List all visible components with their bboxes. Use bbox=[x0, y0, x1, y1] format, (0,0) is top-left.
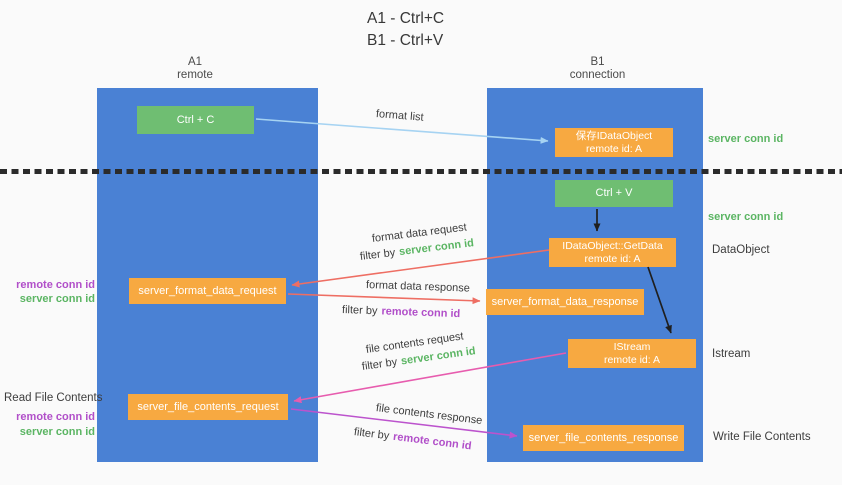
anno-server-conn-id-left-2: server conn id bbox=[19, 426, 95, 438]
anno-server-conn-id-mid: server conn id bbox=[708, 211, 784, 223]
anno-istream: Istream bbox=[712, 348, 751, 360]
anno-dataobject: DataObject bbox=[712, 244, 770, 256]
filter-by-text-3: filter by bbox=[361, 356, 398, 373]
column-header-a1: A1 remote bbox=[135, 56, 255, 82]
node-ctrl-v: Ctrl + V bbox=[555, 180, 673, 207]
column-header-b1: B1 connection bbox=[535, 56, 660, 82]
anno-server-conn-id-left-1: server conn id bbox=[19, 293, 95, 305]
node-save-idataobject: 保存IDataObject remote id: A bbox=[555, 128, 673, 157]
node-ctrl-c: Ctrl + C bbox=[137, 106, 254, 134]
node-save-idataobject-line1: 保存IDataObject bbox=[575, 129, 653, 142]
filter-by-text-2: filter by bbox=[341, 304, 378, 318]
node-server-format-data-response-label: server_format_data_response bbox=[491, 295, 639, 308]
remote-conn-id-inline-1: remote conn id bbox=[381, 305, 461, 321]
node-ctrl-c-label: Ctrl + C bbox=[176, 113, 215, 126]
title-line-2: B1 - Ctrl+V bbox=[367, 32, 444, 49]
node-server-format-data-request: server_format_data_request bbox=[129, 278, 286, 304]
anno-remote-conn-id-1: remote conn id bbox=[16, 279, 95, 291]
filter-by-text-1: filter by bbox=[359, 246, 396, 263]
label-file-contents-response: file contents response bbox=[375, 402, 483, 427]
node-server-file-contents-request: server_file_contents_request bbox=[128, 394, 288, 420]
node-idataobject-getdata: IDataObject::GetData remote id: A bbox=[549, 238, 676, 267]
node-istream-line2: remote id: A bbox=[603, 353, 661, 366]
column-a1-name: A1 bbox=[187, 56, 203, 68]
node-idataobject-getdata-line1: IDataObject::GetData bbox=[562, 239, 663, 252]
node-istream-line1: IStream bbox=[613, 340, 651, 353]
node-server-file-contents-request-label: server_file_contents_request bbox=[137, 400, 279, 413]
column-a1-subtitle: remote bbox=[177, 69, 213, 81]
column-b1-name: B1 bbox=[590, 56, 605, 68]
node-server-format-data-response: server_format_data_response bbox=[486, 289, 644, 315]
node-server-file-contents-response: server_file_contents_response bbox=[523, 425, 684, 451]
label-format-data-response: format data response bbox=[365, 279, 471, 295]
filter-by-text-4: filter by bbox=[353, 426, 390, 443]
remote-conn-id-inline-2: remote conn id bbox=[392, 430, 473, 453]
dotted-separator bbox=[0, 169, 842, 174]
node-server-format-data-request-label: server_format_data_request bbox=[138, 284, 277, 297]
diagram-title: A1 - Ctrl+C B1 - Ctrl+V bbox=[367, 8, 444, 52]
anno-remote-conn-id-2: remote conn id bbox=[16, 411, 95, 423]
node-istream: IStream remote id: A bbox=[568, 339, 696, 368]
anno-read-file-contents: Read File Contents bbox=[4, 392, 103, 404]
node-idataobject-getdata-line2: remote id: A bbox=[584, 252, 641, 265]
anno-server-conn-id-top: server conn id bbox=[708, 133, 784, 145]
title-line-1: A1 - Ctrl+C bbox=[367, 10, 445, 27]
column-b1-subtitle: connection bbox=[569, 69, 626, 81]
node-ctrl-v-label: Ctrl + V bbox=[595, 187, 633, 199]
anno-write-file-contents: Write File Contents bbox=[713, 431, 811, 443]
node-save-idataobject-line2: remote id: A bbox=[585, 142, 643, 155]
label-format-list: format list bbox=[375, 108, 425, 124]
node-server-file-contents-response-label: server_file_contents_response bbox=[528, 431, 679, 444]
